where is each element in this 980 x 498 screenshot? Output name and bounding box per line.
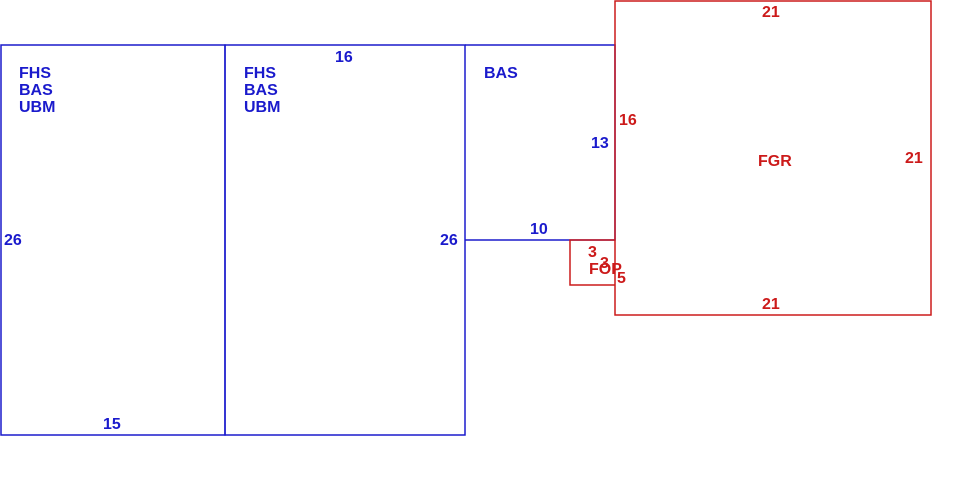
right-room-bottom-dimension: 10: [530, 221, 548, 238]
left-room-text: FHS BAS UBM 26 15: [4, 65, 121, 433]
middle-room-label-3: UBM: [244, 99, 280, 116]
left-room-label-3: UBM: [19, 99, 55, 116]
fgr-room-label: FGR: [758, 153, 792, 170]
right-room-label: BAS: [484, 65, 518, 82]
fgr-room-outline: [614, 0, 932, 316]
middle-room-text: FHS BAS UBM 16 26: [244, 49, 458, 249]
left-room-bottom-dimension: 15: [103, 416, 121, 433]
fgr-left-dimension: 16: [619, 112, 637, 129]
fgr-top-dimension: 21: [762, 4, 780, 21]
fgr-room-text: FGR 21 21 16 21: [619, 4, 923, 313]
fop-dimension-c: 5: [617, 270, 626, 287]
fop-room-outline: [569, 239, 615, 286]
middle-room-side-dimension: 26: [440, 232, 458, 249]
fop-dimension-b: 3: [600, 255, 609, 272]
left-room-label-2: BAS: [19, 82, 53, 99]
left-room-side-dimension: 26: [4, 232, 22, 249]
middle-room-label-1: FHS: [244, 65, 276, 82]
right-room-side-dimension: 13: [591, 135, 609, 152]
fgr-bottom-dimension: 21: [762, 296, 780, 313]
middle-room-top-dimension: 16: [335, 49, 353, 66]
blue-outline: [0, 44, 616, 436]
fop-room-text: 3 3 FOP 5: [588, 244, 626, 287]
middle-room-label-2: BAS: [244, 82, 278, 99]
fop-room-label: FOP: [589, 261, 622, 278]
fop-dimension-a: 3: [588, 244, 597, 261]
red-outline: [569, 0, 932, 316]
right-room-text: BAS 13 10: [484, 65, 609, 238]
left-room-label-1: FHS: [19, 65, 51, 82]
fgr-right-dimension: 21: [905, 150, 923, 167]
